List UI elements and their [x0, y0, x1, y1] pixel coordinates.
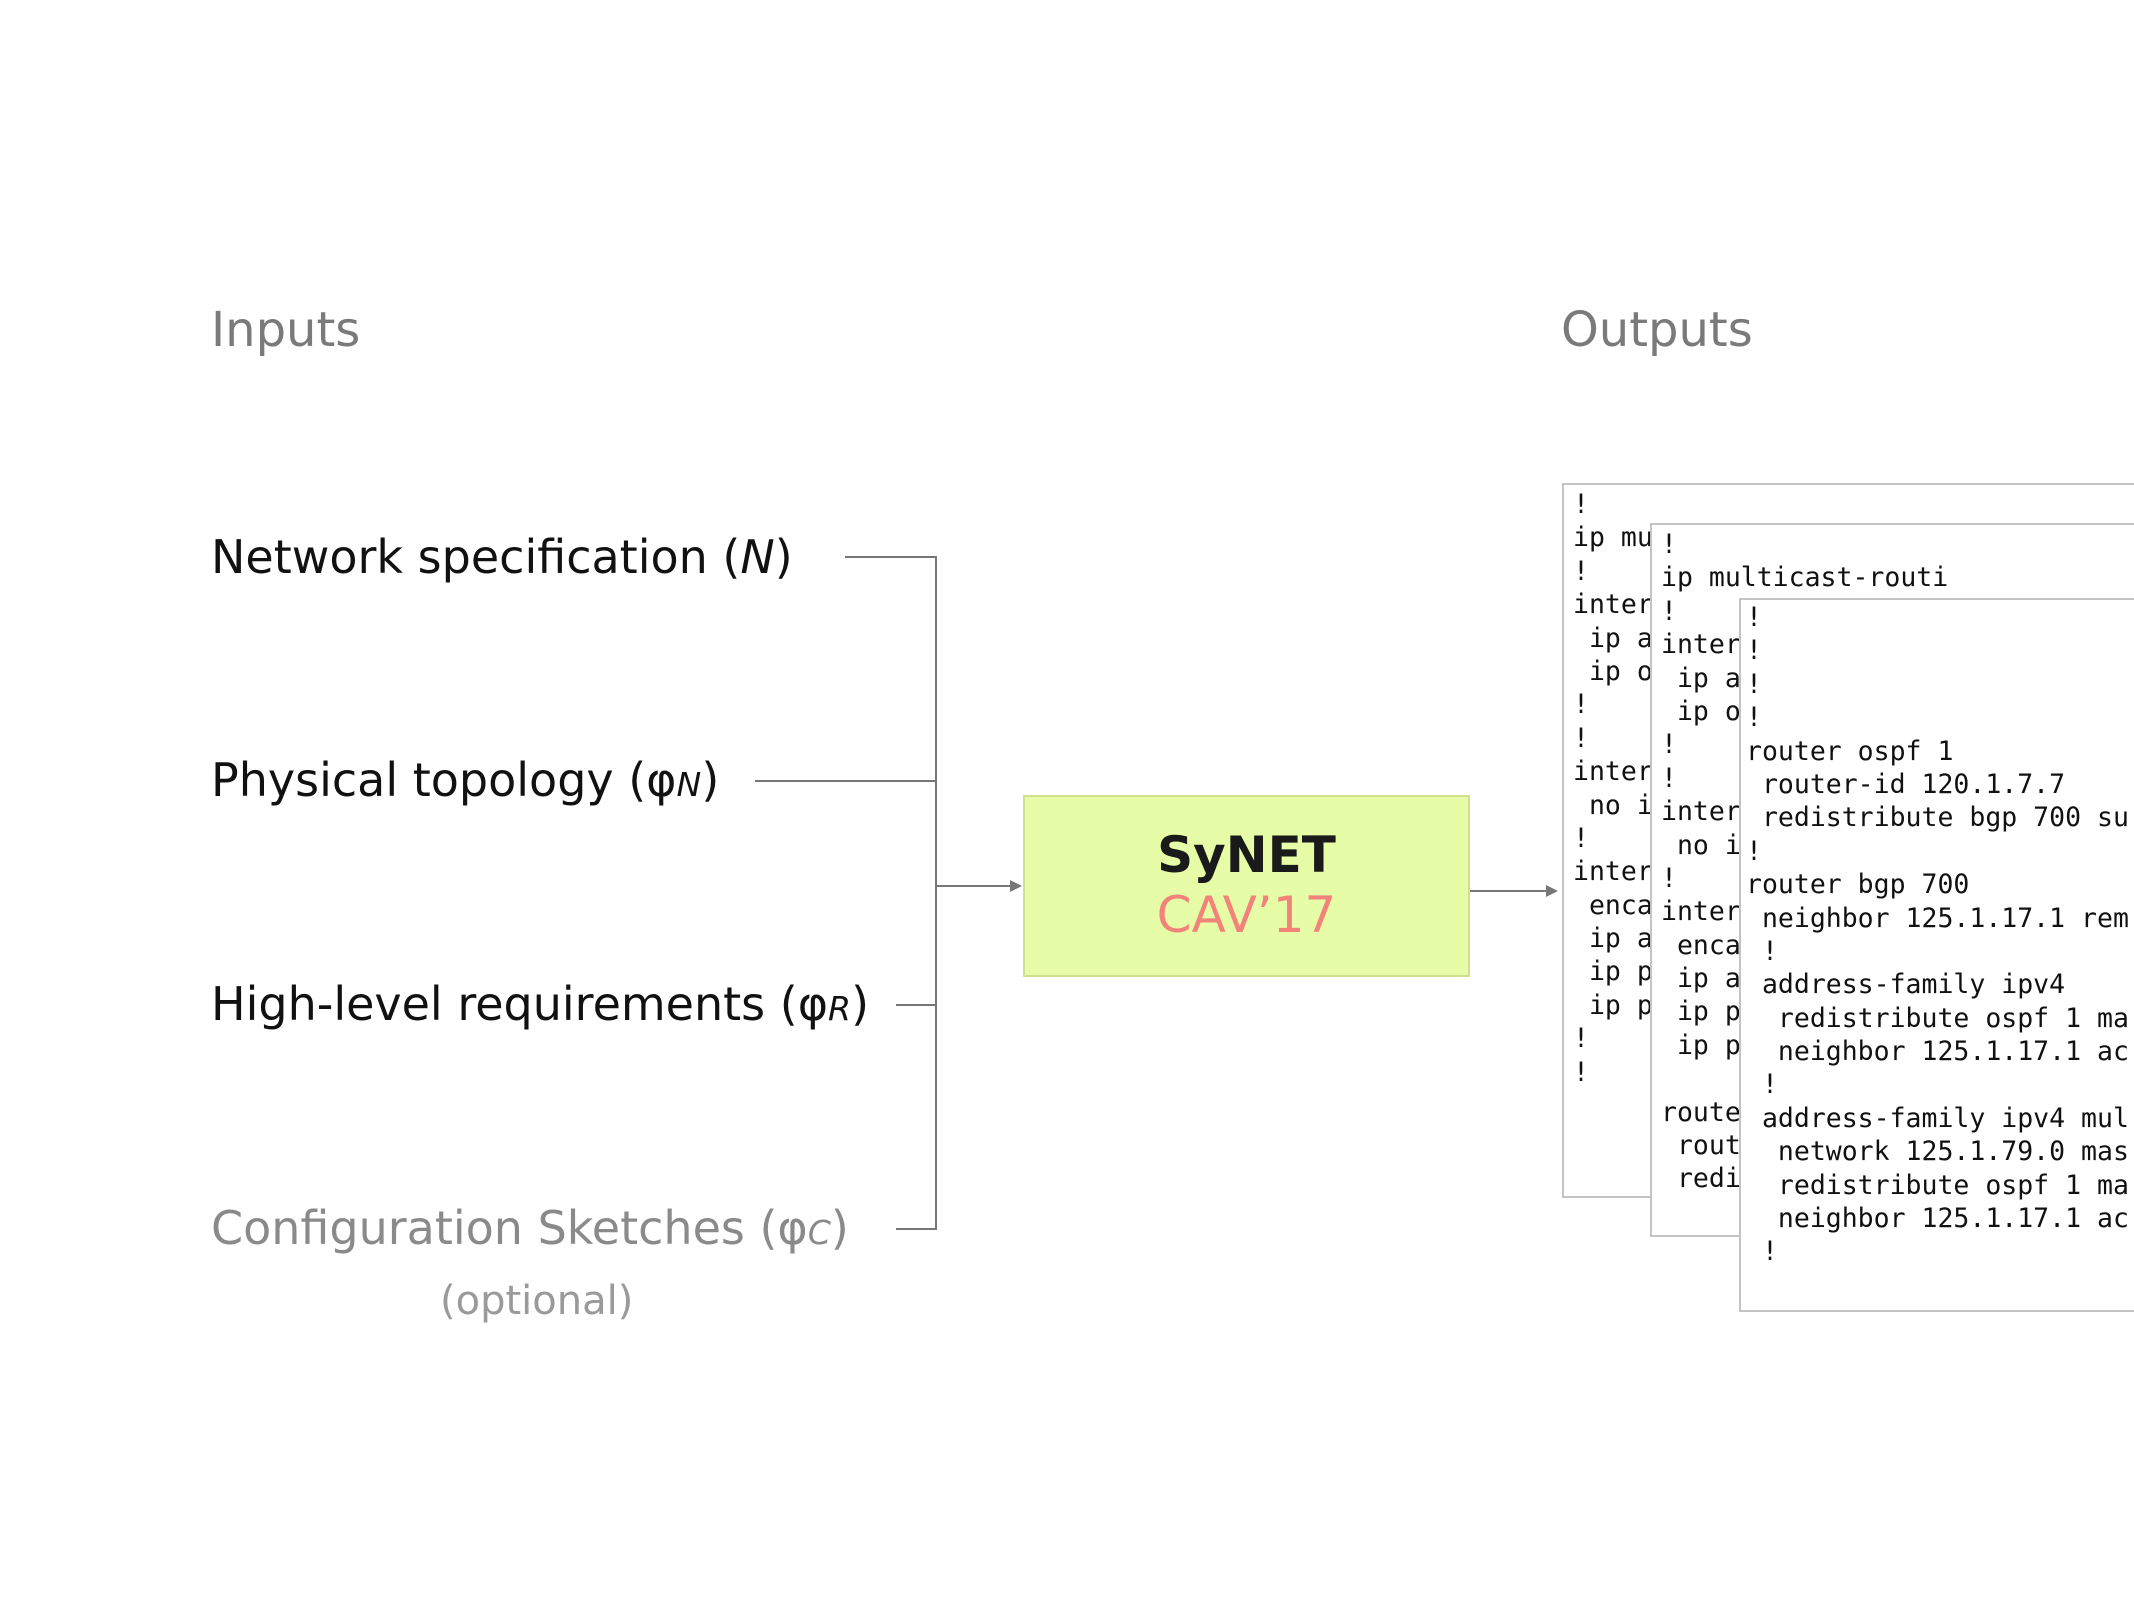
- config-line: neighbor 125.1.17.1 rem: [1746, 902, 2129, 934]
- config-line: ip o: [1661, 695, 1741, 727]
- input-label: Network specification (: [211, 530, 741, 584]
- config-line: route: [1661, 1096, 1741, 1128]
- config-line: ip p: [1661, 1029, 1741, 1061]
- config-line: enca: [1573, 889, 1653, 921]
- arrowhead-icon: [1546, 885, 1558, 897]
- config-line: inter: [1661, 796, 1741, 828]
- input-close: ): [774, 530, 793, 584]
- config-line: !: [1661, 529, 1677, 560]
- config-line: no i: [1661, 829, 1741, 861]
- config-text: !ip mu!inter ip a ip o!!inter no i!inter…: [1564, 485, 2134, 1089]
- input-subscript: N: [676, 765, 702, 804]
- config-line: inter: [1573, 856, 1653, 888]
- config-line: rout: [1661, 1130, 1741, 1162]
- config-line: neighbor 125.1.17.1 ac: [1746, 1036, 2129, 1068]
- inputs-heading: Inputs: [211, 302, 361, 358]
- config-line: !: [1746, 935, 1778, 967]
- input-symbol: N: [740, 530, 775, 584]
- config-line: inter: [1573, 756, 1653, 788]
- connector-vertical: [935, 556, 937, 1230]
- config-line: !: [1661, 729, 1677, 761]
- config-line: !: [1746, 702, 1762, 734]
- optional-note: (optional): [440, 1278, 634, 1324]
- connector-network: [845, 556, 937, 558]
- config-line: ip a: [1661, 963, 1741, 995]
- config-line: !: [1661, 762, 1677, 794]
- config-line: ip multicast-routi: [1661, 562, 1949, 594]
- config-line: ip a: [1661, 662, 1741, 694]
- config-line: inter: [1661, 896, 1741, 928]
- config-line: neighbor 125.1.17.1 ac: [1746, 1203, 2129, 1235]
- config-line: network 125.1.79.0 mas: [1746, 1136, 2129, 1168]
- config-line: !: [1573, 1023, 1589, 1055]
- config-line: redistribute ospf 1 ma: [1746, 1002, 2129, 1034]
- config-line: !: [1573, 555, 1589, 587]
- input-label: Configuration Sketches (φ: [211, 1201, 808, 1255]
- config-line: !: [1573, 489, 1589, 520]
- config-line: !: [1661, 862, 1677, 894]
- input-subscript: R: [828, 989, 852, 1028]
- config-line: ip a: [1573, 923, 1653, 955]
- config-line: !: [1573, 1056, 1589, 1088]
- config-line: inter: [1661, 629, 1741, 661]
- config-line: ip o: [1573, 655, 1653, 687]
- config-text: !ip multicast-routi!inter ip a ip o!!int…: [1652, 525, 2134, 1196]
- synet-box: SyNET CAV’17: [1023, 795, 1470, 977]
- outputs-heading: Outputs: [1561, 302, 1753, 358]
- synet-name: SyNET: [1157, 826, 1336, 884]
- input-close: ): [851, 977, 870, 1031]
- arrowhead-icon: [1010, 880, 1022, 892]
- config-text: !!!!router ospf 1 router-id 120.1.7.7 re…: [1741, 600, 2134, 1269]
- config-line: !: [1661, 595, 1677, 627]
- synet-venue: CAV’17: [1156, 886, 1337, 944]
- config-line: ip p: [1573, 989, 1653, 1021]
- config-line: address-family ipv4: [1746, 969, 2066, 1001]
- config-line: redistribute bgp 700 su: [1746, 802, 2129, 834]
- config-line: redistribute ospf 1 ma: [1746, 1169, 2129, 1201]
- input-label: High-level requirements (φ: [211, 977, 829, 1031]
- config-line: !: [1573, 822, 1589, 854]
- config-line: redi: [1661, 1163, 1741, 1195]
- config-line: ip mu: [1573, 522, 1653, 554]
- config-line: router ospf 1: [1746, 735, 1954, 767]
- connector-requirements: [896, 1004, 937, 1006]
- config-line: enca: [1661, 929, 1741, 961]
- input-close: ): [830, 1201, 849, 1255]
- connector-topology: [755, 780, 937, 782]
- input-network-specification: Network specification (N): [211, 530, 793, 584]
- config-line: !: [1746, 835, 1762, 867]
- config-line: no i: [1573, 789, 1653, 821]
- input-label: Physical topology (φ: [211, 753, 677, 807]
- config-line: !: [1746, 1069, 1778, 1101]
- config-line: !: [1746, 602, 1762, 633]
- config-line: !: [1573, 722, 1589, 754]
- input-close: ): [701, 753, 720, 807]
- input-subscript: C: [807, 1213, 831, 1252]
- arrow-to-outputs: [1470, 890, 1548, 892]
- config-line: ip p: [1661, 996, 1741, 1028]
- arrow-to-synet: [936, 885, 1012, 887]
- input-configuration-sketches: Configuration Sketches (φC): [211, 1201, 849, 1255]
- config-line: ip p: [1573, 956, 1653, 988]
- config-line: router-id 120.1.7.7: [1746, 768, 2066, 800]
- input-high-level-requirements: High-level requirements (φR): [211, 977, 869, 1031]
- input-physical-topology: Physical topology (φN): [211, 753, 719, 807]
- config-line: ip a: [1573, 622, 1653, 654]
- config-line: !: [1746, 1236, 1778, 1268]
- config-line: inter: [1573, 589, 1653, 621]
- config-line: !: [1746, 635, 1762, 667]
- config-line: address-family ipv4 mul: [1746, 1102, 2129, 1134]
- config-line: !: [1746, 668, 1762, 700]
- config-panel-3: !!!!router ospf 1 router-id 120.1.7.7 re…: [1739, 598, 2134, 1312]
- connector-sketches: [896, 1228, 937, 1230]
- config-line: router bgp 700: [1746, 869, 1970, 901]
- config-line: !: [1573, 689, 1589, 721]
